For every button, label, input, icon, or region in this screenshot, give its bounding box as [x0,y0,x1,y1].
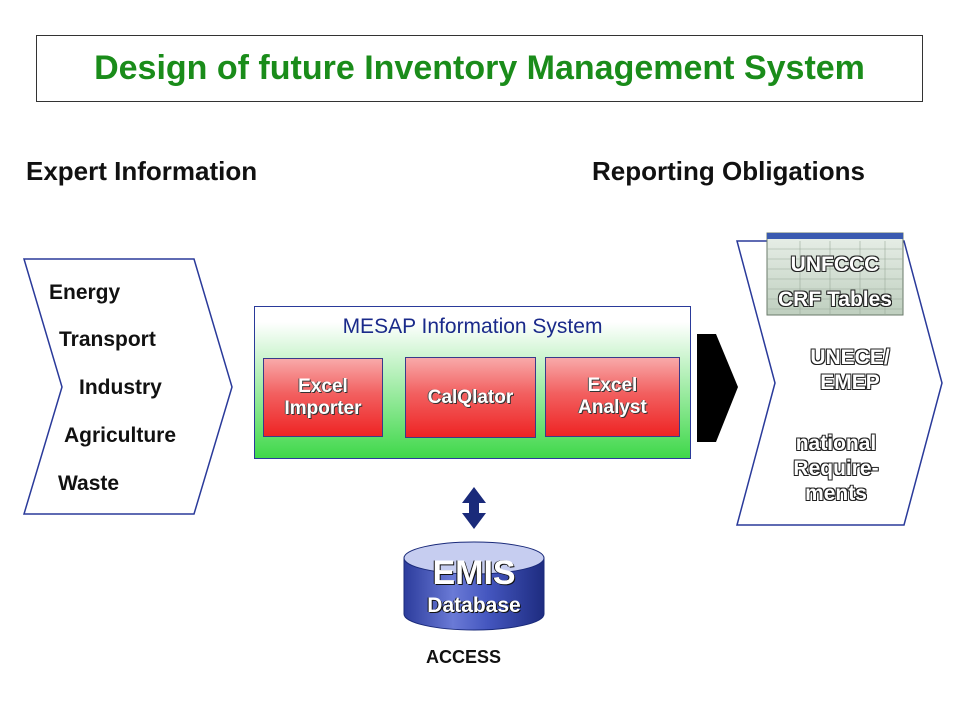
bidirectional-arrow [462,487,486,529]
emep-label: EMEP [820,371,880,394]
excel-importer-line2: Importer [284,397,362,419]
database-subtitle: Database [427,594,521,617]
requirements-label-2: ments [805,482,867,505]
source-waste: Waste [58,472,120,495]
calqlator-module: CalQlator [405,357,536,438]
excel-importer-module: Excel Importer [263,358,383,437]
mesap-label: MESAP Information System [342,315,603,338]
database-icon [403,541,545,631]
database-name: EMIS [432,554,516,592]
excel-analyst-line1: Excel [587,375,638,396]
sources-chevron [22,258,233,515]
source-agriculture: Agriculture [64,424,177,447]
source-energy: Energy [49,281,121,304]
expert-information-heading: Expert Information [26,156,258,186]
page-title: Design of future Inventory Management Sy… [94,49,865,87]
excel-analyst-line2: Analyst [578,397,647,418]
calqlator-label: CalQlator [427,386,514,408]
national-label: national [795,432,877,455]
title-box: Design of future Inventory Management Sy… [36,35,923,102]
crf-tables-label: CRF Tables [778,288,892,311]
crf-table-thumbnail [766,232,904,316]
reporting-obligations-heading: Reporting Obligations [592,156,865,186]
source-transport: Transport [59,328,156,351]
requirements-label-1: Require- [793,457,879,480]
source-industry: Industry [79,376,162,399]
unfccc-label: UNFCCC [790,253,880,276]
excel-importer-line1: Excel [298,375,348,397]
flow-arrow [697,334,738,442]
excel-analyst-module: Excel Analyst [545,357,680,437]
database-engine: ACCESS [426,647,502,667]
unece-label: UNECE/ [810,346,890,369]
